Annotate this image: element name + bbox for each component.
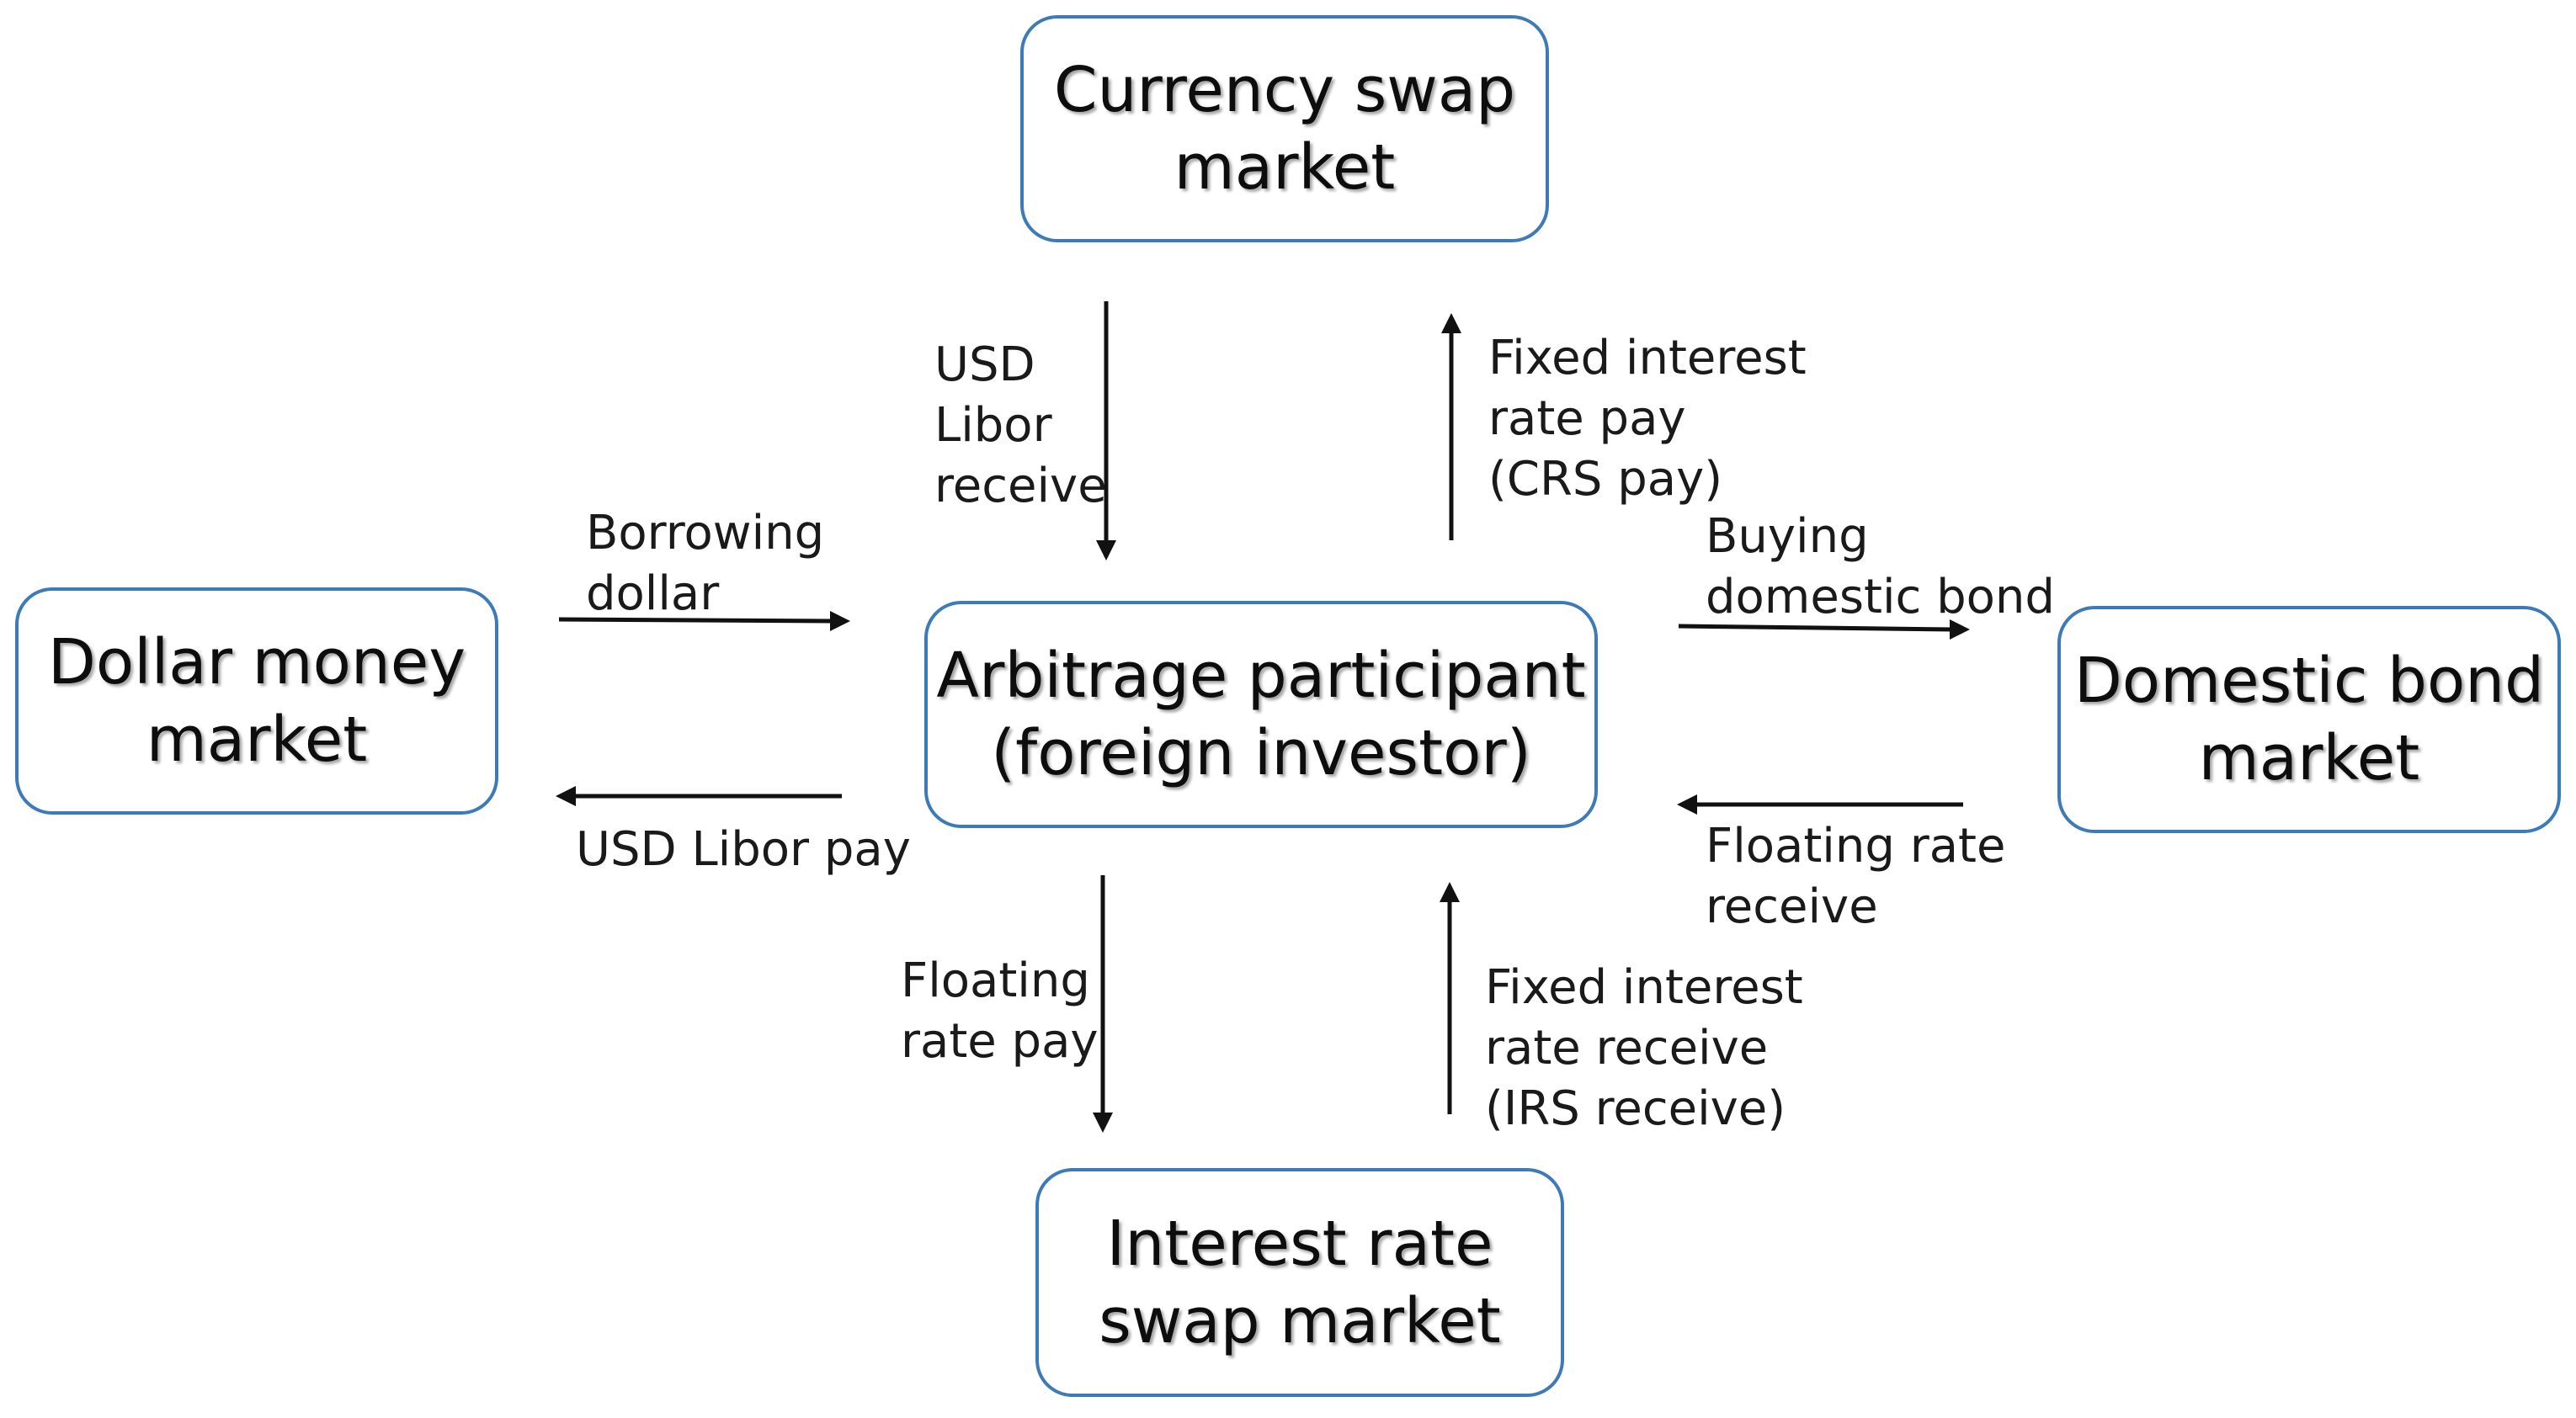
arrowhead-buying-domestic-bond (1950, 619, 1970, 640)
arrowhead-usd-libor-receive (1096, 540, 1116, 560)
arrowhead-floating-rate-pay (1093, 1113, 1113, 1133)
arrowhead-usd-libor-pay (556, 786, 576, 806)
interest-rate-swap-market-box: Interest rate swap market (1035, 1168, 1564, 1397)
borrowing-dollar-label: Borrowing dollar (586, 506, 825, 621)
usd-libor-pay-label: USD Libor pay (576, 822, 911, 877)
fixed-interest-rate-pay-label: Fixed interest rate pay (CRS pay) (1488, 331, 1807, 507)
arbitrage-participant-label: Arbitrage participant (foreign investor) (936, 640, 1586, 789)
dollar-money-market-box: Dollar money market (15, 587, 498, 815)
floating-rate-receive-label: Floating rate receive (1706, 819, 2006, 934)
currency-swap-market-label: Currency swap market (1053, 54, 1516, 204)
arrowhead-fixed-interest-rate-pay (1441, 313, 1461, 333)
arrowhead-fixed-interest-rate-receive (1440, 882, 1460, 902)
usd-libor-receive-label: USD Libor receive (934, 337, 1107, 513)
currency-swap-market-box: Currency swap market (1020, 15, 1549, 242)
domestic-bond-market-box: Domestic bond market (2057, 606, 2561, 833)
buying-domestic-bond-label: Buying domestic bond (1706, 509, 2055, 624)
arrow-borrowing-dollar (558, 617, 834, 624)
arbitrage-participant-box: Arbitrage participant (foreign investor) (924, 601, 1598, 828)
arrow-buying-domestic-bond (1678, 624, 1954, 632)
interest-rate-swap-market-label: Interest rate swap market (1099, 1208, 1501, 1357)
floating-rate-pay-label: Floating rate pay (901, 953, 1099, 1069)
arrowhead-borrowing-dollar (830, 611, 850, 631)
dollar-money-market-label: Dollar money market (47, 626, 466, 776)
arrowhead-floating-rate-receive (1677, 794, 1697, 815)
fixed-interest-rate-receive-label: Fixed interest rate receive (IRS receive… (1485, 960, 1803, 1136)
domestic-bond-market-label: Domestic bond market (2073, 645, 2545, 794)
